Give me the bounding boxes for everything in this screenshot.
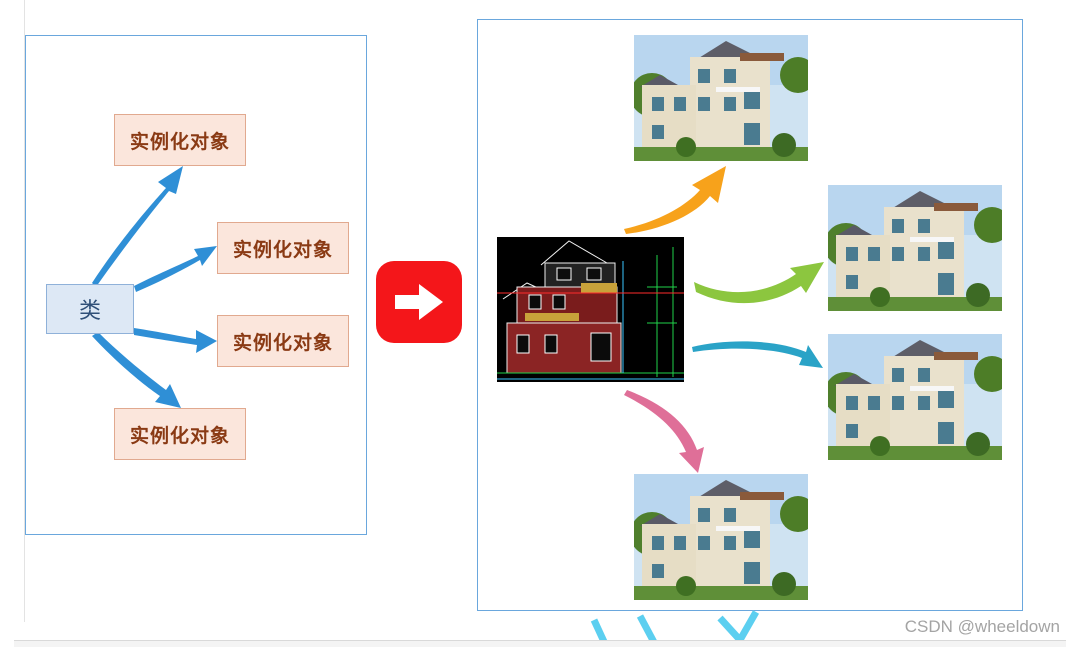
class-node: 类 xyxy=(46,284,134,334)
object-node-2: 实例化对象 xyxy=(217,222,349,274)
bottom-bar xyxy=(14,640,1066,647)
orange-arrow xyxy=(624,166,726,234)
house-photo-2 xyxy=(828,185,1002,311)
next-arrow-button[interactable] xyxy=(376,261,462,343)
house-photo-1 xyxy=(634,35,808,161)
object-node-4: 实例化对象 xyxy=(114,408,246,460)
house-photo-4 xyxy=(634,474,808,600)
object-node-1: 实例化对象 xyxy=(114,114,246,166)
class-arrow-4 xyxy=(92,332,181,408)
csdn-watermark: CSDN @wheeldown xyxy=(904,617,1060,636)
class-arrow-3 xyxy=(134,328,217,353)
class-arrow-2 xyxy=(134,246,217,292)
class-arrow-1 xyxy=(92,166,183,287)
left-gutter-line xyxy=(24,0,25,622)
right-arrow-icon xyxy=(395,284,443,320)
object-node-3: 实例化对象 xyxy=(217,315,349,367)
pink-arrow xyxy=(624,390,704,473)
teal-arrow xyxy=(692,341,823,368)
house-blueprint-image xyxy=(497,237,684,382)
house-photo-3 xyxy=(828,334,1002,460)
green-arrow xyxy=(694,262,824,304)
